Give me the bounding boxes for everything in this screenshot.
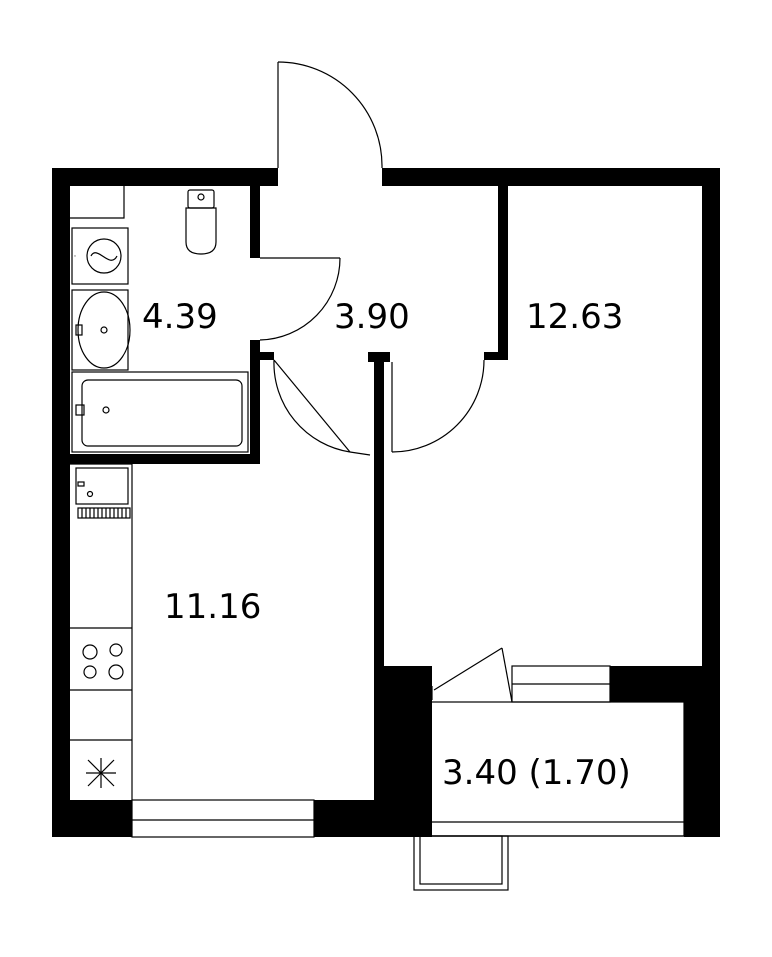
exterior-walls bbox=[52, 168, 720, 837]
gas-vent-icon bbox=[86, 758, 116, 788]
balcony-outer-window bbox=[413, 835, 509, 891]
bathtub-icon bbox=[71, 371, 249, 453]
doors bbox=[259, 61, 513, 703]
area-labels: 4.39 3.90 12.63 11.16 3.40 (1.70) bbox=[142, 297, 631, 793]
bedroom-window bbox=[511, 665, 611, 703]
stove-icon bbox=[82, 643, 124, 680]
bathroom-door bbox=[259, 257, 341, 341]
fixtures bbox=[70, 186, 249, 800]
kitchen-counter bbox=[70, 463, 133, 800]
toilet-icon bbox=[185, 189, 217, 255]
balcony-area-label: 3.40 (1.70) bbox=[442, 753, 631, 793]
kitchen-sink-icon bbox=[75, 467, 131, 519]
balcony-door bbox=[431, 647, 513, 703]
entrance-door bbox=[277, 61, 383, 169]
bathroom-area-label: 4.39 bbox=[142, 297, 218, 337]
washing-machine-icon bbox=[71, 227, 129, 285]
bathroom-cabinet bbox=[70, 186, 125, 219]
hallway-area-label: 3.90 bbox=[334, 297, 410, 337]
windows bbox=[131, 665, 685, 891]
bedroom-door bbox=[391, 359, 485, 453]
interior-walls bbox=[70, 186, 508, 837]
kitchen-window bbox=[131, 799, 315, 838]
bedroom-area-label: 12.63 bbox=[526, 297, 623, 337]
kitchen-door bbox=[273, 359, 371, 456]
sink-icon bbox=[71, 289, 131, 371]
kitchen-area-label: 11.16 bbox=[164, 587, 261, 627]
